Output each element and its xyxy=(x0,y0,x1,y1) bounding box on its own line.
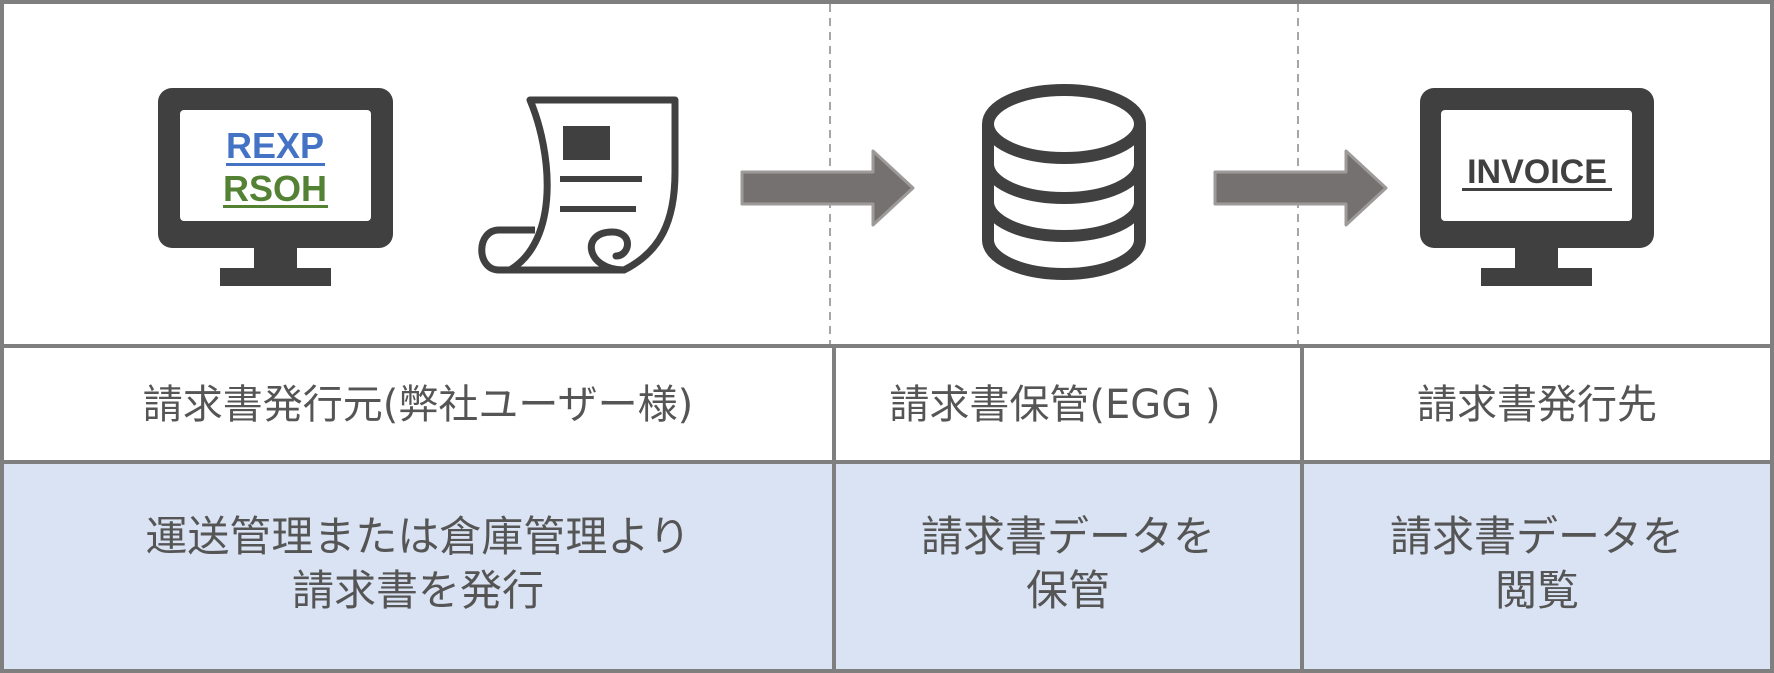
description-row-background xyxy=(4,462,1770,669)
column-title-storage: 請求書保管(EGG ) xyxy=(889,382,1220,428)
arrow-right-icon xyxy=(1213,149,1388,227)
scroll-document-icon xyxy=(478,96,679,274)
column-desc-recipient-line1: 請求書データを xyxy=(1390,512,1684,561)
column-desc-issuer-line1: 運送管理または倉庫管理より xyxy=(145,512,690,561)
column-desc-storage-line1: 請求書データを xyxy=(921,512,1215,561)
column-title-issuer: 請求書発行元(弊社ユーザー様) xyxy=(143,382,693,428)
database-icon xyxy=(982,84,1146,280)
screen-label-invoice: INVOICE xyxy=(1467,153,1607,191)
monitor-icon: INVOICE xyxy=(1420,88,1654,286)
column-desc-issuer-line2: 請求書を発行 xyxy=(292,566,544,615)
monitor-icon: REXP RSOH xyxy=(158,88,393,286)
column-desc-storage-line2: 保管 xyxy=(1026,566,1110,615)
column-desc-recipient-line2: 閲覧 xyxy=(1495,566,1579,615)
screen-label-rexp: REXP xyxy=(226,125,324,166)
arrow-right-icon xyxy=(740,149,915,227)
screen-label-rsoh: RSOH xyxy=(223,168,327,209)
column-title-recipient: 請求書発行先 xyxy=(1417,382,1657,428)
